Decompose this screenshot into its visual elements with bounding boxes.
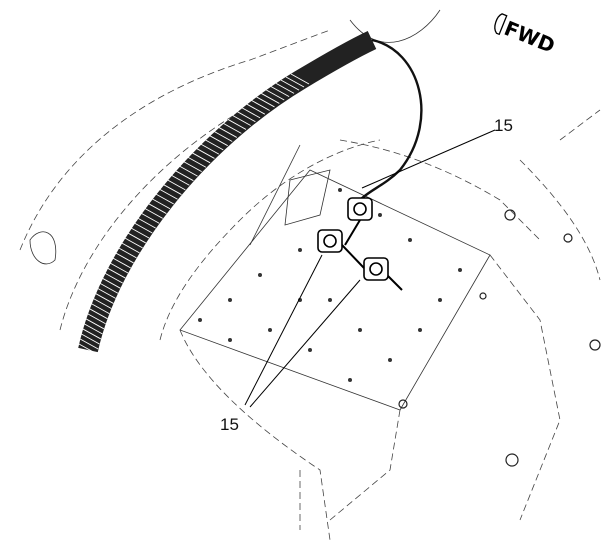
conduit-body <box>78 30 377 353</box>
connector-15-upper <box>347 197 373 221</box>
conduit-rib <box>251 100 270 111</box>
mounting-hole <box>358 328 362 332</box>
conduit-rib <box>171 174 190 186</box>
conduit-rib <box>246 103 266 115</box>
connector-15-left <box>317 229 343 253</box>
conduit-rib <box>266 89 285 101</box>
conduit-rib <box>99 282 119 294</box>
connector-jumper-wires <box>341 219 403 291</box>
mounting-hole <box>228 338 232 342</box>
conduit-rib <box>167 179 186 191</box>
conduit-rib <box>89 308 108 320</box>
conduit-rib <box>137 217 156 229</box>
wiring-harness-conduit <box>78 30 377 355</box>
leader-line-upper <box>361 129 496 189</box>
mounting-hole <box>298 248 302 252</box>
mounting-hole <box>338 188 342 192</box>
conduit-rib <box>115 252 134 264</box>
conduit-rib <box>159 188 178 200</box>
conduit-rib <box>124 237 143 249</box>
body-panel-outlines <box>19 9 601 541</box>
conduit-rib <box>256 96 275 108</box>
fasteners <box>398 209 601 467</box>
forward-label: FWD <box>501 16 559 58</box>
conduit-rib <box>183 161 202 173</box>
conduit-rib <box>155 193 174 205</box>
leader-line-lower-left <box>244 254 323 406</box>
leader-line-lower-right <box>249 279 361 408</box>
conduit-rib <box>151 198 171 210</box>
connector-15-right <box>363 257 389 281</box>
conduit-rib <box>175 170 194 182</box>
conduit-rib <box>187 156 207 168</box>
mounting-hole <box>198 318 202 322</box>
conduit-rib <box>270 86 290 98</box>
conduit-rib <box>97 287 116 299</box>
conduit-rib <box>104 272 123 284</box>
mounting-hole <box>228 298 232 302</box>
conduit-rib <box>93 298 112 309</box>
conduit-rib <box>107 267 126 279</box>
conduit-rib <box>127 232 146 244</box>
conduit-rib <box>290 73 310 85</box>
mounting-hole <box>458 268 462 272</box>
conduit-rib <box>148 203 167 214</box>
mounting-hole <box>388 358 392 362</box>
conduit-rib <box>87 313 106 325</box>
mounting-hole <box>348 378 352 382</box>
conduit-rib <box>218 127 237 138</box>
conduit-rib <box>134 222 153 234</box>
mounting-hole <box>258 273 262 277</box>
conduit-rib <box>81 333 100 345</box>
mounting-hole <box>408 238 412 242</box>
mounting-hole <box>438 298 442 302</box>
conduit-rib <box>140 212 160 224</box>
conduit-rib <box>200 143 220 155</box>
mounting-hole <box>308 348 312 352</box>
conduit-rib <box>196 148 215 159</box>
conduit-rib <box>280 79 300 91</box>
conduit-rib <box>79 338 99 350</box>
mounting-hole <box>378 213 382 217</box>
conduit-rib <box>121 242 140 254</box>
conduit-rib <box>82 328 102 340</box>
conduit-rib <box>232 115 251 126</box>
conduit-rib <box>214 131 233 142</box>
conduit-rib <box>112 257 131 269</box>
conduit-rib <box>78 343 98 355</box>
conduit-rib <box>209 135 228 147</box>
conduit-rib <box>227 119 247 130</box>
conduit-rib <box>95 293 114 304</box>
conduit-rib <box>285 76 305 88</box>
forward-direction-indicator: FWD <box>494 13 559 58</box>
conduit-rib <box>205 139 224 151</box>
mounting-hole <box>418 328 422 332</box>
conduit-rib <box>191 152 211 164</box>
mounting-holes <box>198 188 462 382</box>
conduit-rib <box>109 262 129 274</box>
conduit-rib <box>130 227 150 239</box>
conduit-rib <box>261 93 280 104</box>
conduit-rib <box>275 82 295 94</box>
callout-label-upper: 15 <box>494 116 513 135</box>
harness-cable <box>359 38 423 201</box>
conduit-rib <box>241 107 261 119</box>
conduit-rib <box>237 111 256 123</box>
conduit-rib <box>84 323 103 335</box>
conduit-rib <box>85 318 105 330</box>
conduit-rib <box>223 123 242 134</box>
mounting-hole <box>328 298 332 302</box>
mounting-hole <box>268 328 272 332</box>
conduit-rib <box>179 165 198 177</box>
conduit-rib <box>163 184 182 195</box>
conduit-rib <box>118 247 137 259</box>
conduit-rib <box>102 277 121 289</box>
forward-arrow-icon <box>494 13 508 36</box>
conduit-rib <box>144 207 163 219</box>
callout-label-lower: 15 <box>220 415 239 434</box>
conduit-rib <box>91 303 110 315</box>
